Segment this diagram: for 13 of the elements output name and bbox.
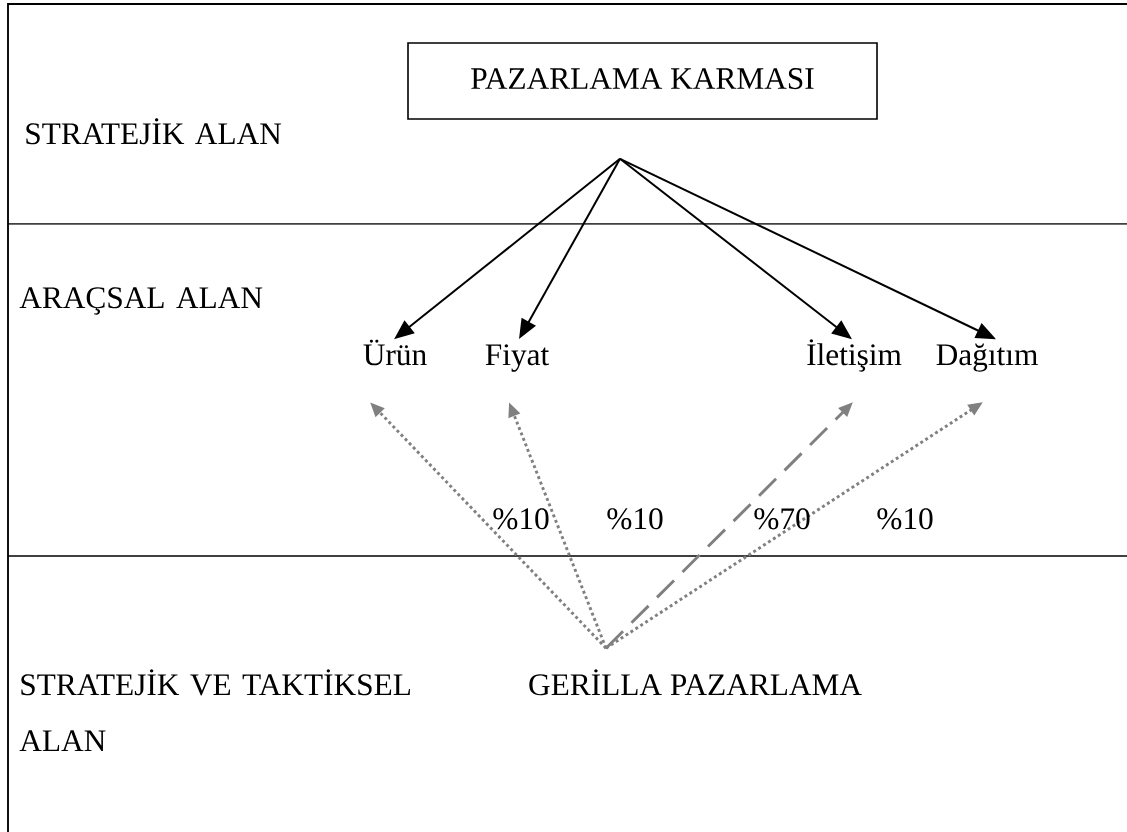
percent-label: %10 (877, 508, 933, 530)
percent-label: %70 (754, 508, 810, 530)
node-label: Ürün (363, 339, 427, 366)
percent-label: %10 (607, 508, 663, 530)
band-label: ARAÇSAL ALAN (19, 287, 263, 315)
node-label: GERİLLA PAZARLAMA (529, 669, 862, 696)
band-label: STRATEJİK ALAN (26, 118, 282, 145)
node-label: Dağıtım (936, 343, 1038, 372)
node-label: Fiyat (485, 344, 549, 372)
percent-label: %10 (493, 508, 549, 530)
band-label: STRATEJİK VE TAKTİKSEL ALAN (19, 669, 410, 751)
title-box: PAZARLAMA KARMASI (407, 42, 878, 120)
node-label: İletişim (807, 339, 902, 372)
